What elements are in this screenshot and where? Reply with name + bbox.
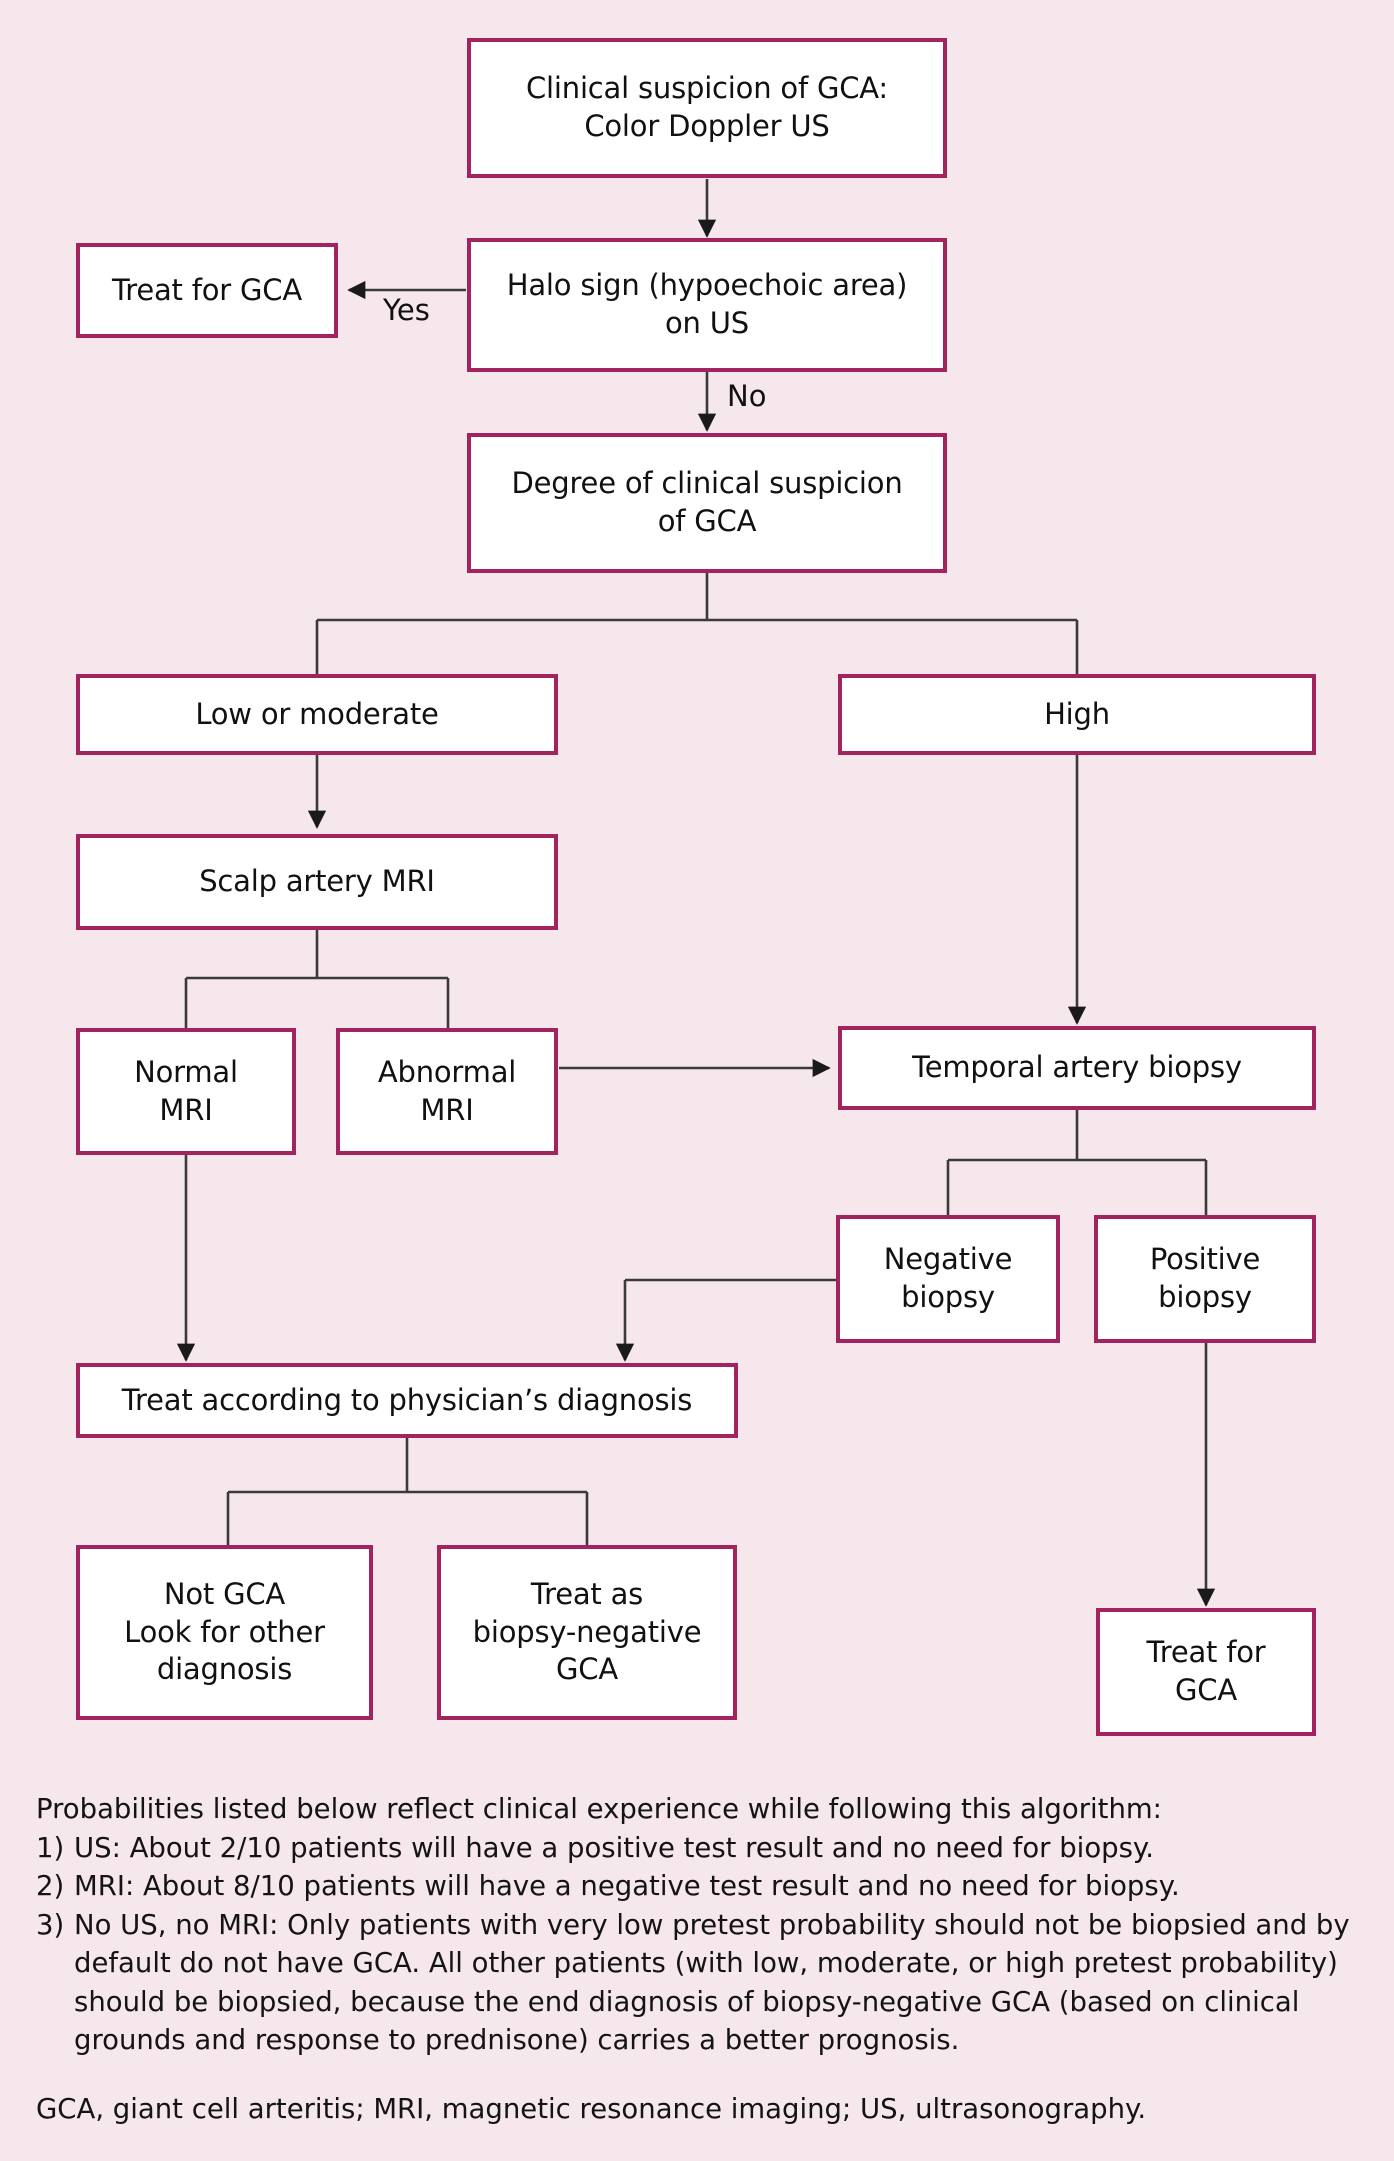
node-label: Not GCA Look for other diagnosis: [124, 1576, 325, 1687]
node-clinical-suspicion-us[interactable]: Clinical suspicion of GCA: Color Doppler…: [467, 38, 947, 178]
node-label: Negative biopsy: [883, 1242, 1013, 1314]
footnote-marker: 3): [36, 1908, 65, 1941]
node-label: Halo sign (hypoechoic area) on US: [506, 268, 908, 340]
node-not-gca[interactable]: Not GCA Look for other diagnosis: [76, 1545, 373, 1720]
node-label: Treat as biopsy-negative GCA: [472, 1576, 702, 1687]
footnote-item-3: 3) No US, no MRI: Only patients with ver…: [36, 1906, 1366, 2060]
node-label: Temporal artery biopsy: [912, 1050, 1242, 1085]
node-low-or-moderate[interactable]: Low or moderate: [76, 674, 558, 755]
node-label: Treat for GCA: [112, 272, 302, 307]
node-label: Low or moderate: [195, 696, 439, 731]
edge-label-no: No: [727, 379, 767, 413]
footnote-item-2: 2) MRI: About 8/10 patients will have a …: [36, 1867, 1366, 1906]
footnote-item-1: 1) US: About 2/10 patients will have a p…: [36, 1829, 1366, 1868]
node-label: High: [1044, 696, 1110, 731]
node-treat-per-physician-diagnosis[interactable]: Treat according to physician’s diagnosis: [76, 1363, 738, 1438]
node-high[interactable]: High: [838, 674, 1316, 755]
node-label: Treat for GCA: [1146, 1635, 1266, 1707]
node-label: Abnormal MRI: [377, 1054, 517, 1127]
node-label: Positive biopsy: [1149, 1242, 1261, 1314]
node-negative-biopsy[interactable]: Negative biopsy: [836, 1215, 1060, 1343]
node-halo-sign[interactable]: Halo sign (hypoechoic area) on US: [467, 238, 947, 372]
node-abnormal-mri[interactable]: Abnormal MRI: [336, 1028, 558, 1155]
node-temporal-artery-biopsy[interactable]: Temporal artery biopsy: [838, 1026, 1316, 1110]
node-label: Clinical suspicion of GCA: Color Doppler…: [526, 71, 888, 143]
node-label: Normal MRI: [134, 1054, 238, 1127]
node-positive-biopsy[interactable]: Positive biopsy: [1094, 1215, 1316, 1343]
node-treat-biopsy-negative-gca[interactable]: Treat as biopsy-negative GCA: [437, 1545, 737, 1720]
edge-label-yes: Yes: [383, 293, 430, 327]
node-treat-for-gca-positive[interactable]: Treat for GCA: [1096, 1608, 1316, 1736]
node-label: Degree of clinical suspicion of GCA: [511, 466, 903, 538]
footnote-intro: Probabilities listed below reflect clini…: [36, 1793, 1162, 1825]
footnote-marker: 1): [36, 1831, 65, 1864]
node-normal-mri[interactable]: Normal MRI: [76, 1028, 296, 1155]
flowchart-canvas: Clinical suspicion of GCA: Color Doppler…: [76, 38, 1316, 1736]
footnotes-block: Probabilities listed below reflect clini…: [36, 1790, 1366, 2128]
footnote-marker: 2): [36, 1870, 65, 1902]
node-label: Scalp artery MRI: [199, 864, 435, 899]
node-scalp-artery-mri[interactable]: Scalp artery MRI: [76, 834, 558, 930]
node-degree-of-suspicion[interactable]: Degree of clinical suspicion of GCA: [467, 433, 947, 573]
node-treat-for-gca-halo[interactable]: Treat for GCA: [76, 243, 338, 338]
footnote-text: MRI: About 8/10 patients will have a neg…: [74, 1870, 1180, 1902]
footnote-text: US: About 2/10 patients will have a posi…: [74, 1831, 1155, 1864]
abbreviation-legend: GCA, giant cell arteritis; MRI, magnetic…: [36, 2092, 1147, 2125]
footnote-text: No US, no MRI: Only patients with very l…: [74, 1908, 1350, 2057]
node-label: Treat according to physician’s diagnosis: [121, 1382, 693, 1417]
